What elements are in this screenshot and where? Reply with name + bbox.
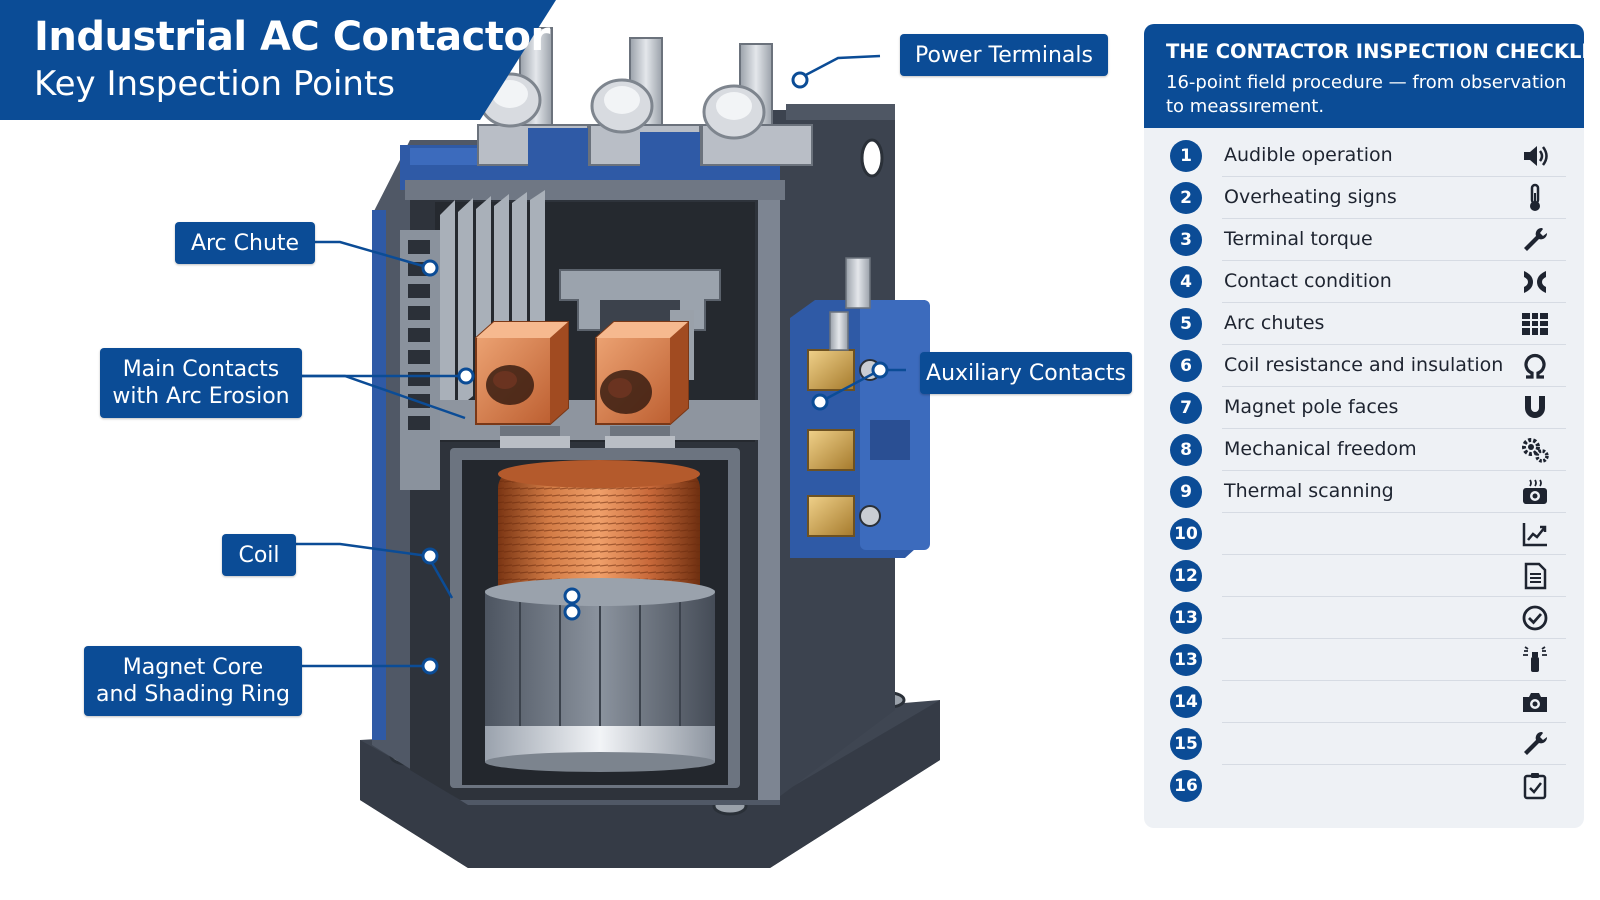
step-label: Coil resistance and insulation	[1224, 354, 1504, 376]
step-label: Contact condition	[1224, 270, 1392, 292]
step-label: Thermal scanning	[1224, 480, 1394, 502]
checklist-row: 12	[1144, 555, 1584, 597]
checklist-row: 1 Audible operation	[1144, 135, 1584, 177]
step-label: Magnet pole faces	[1224, 396, 1399, 418]
callout-auxiliary-contacts: Auxiliary Contacts	[920, 352, 1132, 394]
checklist-row: 8 Mechanical freedom	[1144, 429, 1584, 471]
ohm-icon	[1524, 353, 1546, 379]
checklist-header: THE CONTACTOR INSPECTION CHECKLIST 16-po…	[1144, 24, 1584, 128]
step-label: Overheating signs	[1224, 186, 1397, 208]
step-number-badge: 9	[1170, 476, 1202, 508]
thermometer-icon	[1530, 183, 1540, 211]
step-number-badge: 5	[1170, 308, 1202, 340]
coil	[498, 460, 700, 610]
step-label: Mechanical freedom	[1224, 438, 1417, 460]
contacts-icon	[1524, 271, 1546, 293]
title-banner: Industrial AC Contactor Key Inspection P…	[0, 0, 560, 120]
trend-chart-icon	[1522, 523, 1547, 547]
checklist-row: 13	[1144, 639, 1584, 681]
checklist-row: 14	[1144, 681, 1584, 723]
magnet-icon	[1525, 396, 1545, 418]
step-number-badge: 15	[1170, 728, 1202, 760]
checklist-row: 7 Magnet pole faces	[1144, 387, 1584, 429]
step-number-badge: 4	[1170, 266, 1202, 298]
leader-dots	[421, 71, 889, 675]
gears-icon	[1522, 438, 1549, 463]
callout-coil: Coil	[222, 534, 296, 576]
checklist-row: 16	[1144, 765, 1584, 807]
callout-main-contacts: Main Contacts with Arc Erosion	[100, 348, 302, 418]
step-number-badge: 13	[1170, 644, 1202, 676]
step-number-badge: 8	[1170, 434, 1202, 466]
magnet-core	[485, 578, 715, 772]
step-number-badge: 12	[1170, 560, 1202, 592]
checklist-row: 4 Contact condition	[1144, 261, 1584, 303]
leader-lines	[296, 54, 906, 668]
callout-arc-chute: Arc Chute	[175, 222, 315, 264]
step-label: Terminal torque	[1224, 228, 1373, 250]
checklist-row: 13	[1144, 597, 1584, 639]
step-number-badge: 2	[1170, 182, 1202, 214]
checklist-row: 2 Overheating signs	[1144, 177, 1584, 219]
step-number-badge: 6	[1170, 350, 1202, 382]
grid-icon	[1522, 313, 1548, 335]
step-label: Audible operation	[1224, 144, 1393, 166]
checklist-title: THE CONTACTOR INSPECTION CHECKLIST	[1166, 40, 1584, 63]
auxiliary-contact-block	[790, 257, 930, 558]
step-number-badge: 10	[1170, 518, 1202, 550]
check-circle-icon	[1522, 605, 1548, 631]
step-number-badge: 7	[1170, 392, 1202, 424]
speaker-icon	[1524, 146, 1548, 166]
wrench-icon	[1524, 731, 1548, 755]
inspection-checklist-panel: THE CONTACTOR INSPECTION CHECKLIST 16-po…	[1144, 24, 1584, 828]
checklist-row: 5 Arc chutes	[1144, 303, 1584, 345]
wrench-icon	[1524, 227, 1548, 251]
main-contacts	[475, 321, 689, 425]
camera-icon	[1523, 693, 1547, 712]
page-subtitle: Key Inspection Points	[34, 64, 396, 104]
step-label: Arc chutes	[1224, 312, 1325, 334]
spray-icon	[1523, 646, 1547, 672]
callout-magnet-core: Magnet Core and Shading Ring	[84, 646, 302, 716]
step-number-badge: 13	[1170, 602, 1202, 634]
callout-power-terminals: Power Terminals	[900, 34, 1108, 76]
step-number-badge: 1	[1170, 140, 1202, 172]
step-number-badge: 16	[1170, 770, 1202, 802]
clipboard-check-icon	[1523, 773, 1547, 800]
checklist-row: 15	[1144, 723, 1584, 765]
thermal-camera-icon	[1523, 479, 1547, 504]
checklist-subtitle: 16-point field procedure — from observat…	[1166, 72, 1567, 117]
checklist-row: 6 Coil resistance and insulation	[1144, 345, 1584, 387]
step-number-badge: 14	[1170, 686, 1202, 718]
step-number-badge: 3	[1170, 224, 1202, 256]
checklist-row: 9 Thermal scanning	[1144, 471, 1584, 513]
page-title: Industrial AC Contactor	[34, 14, 550, 60]
checklist-row: 3 Terminal torque	[1144, 219, 1584, 261]
checklist-row: 10	[1144, 513, 1584, 555]
document-icon	[1524, 562, 1547, 590]
